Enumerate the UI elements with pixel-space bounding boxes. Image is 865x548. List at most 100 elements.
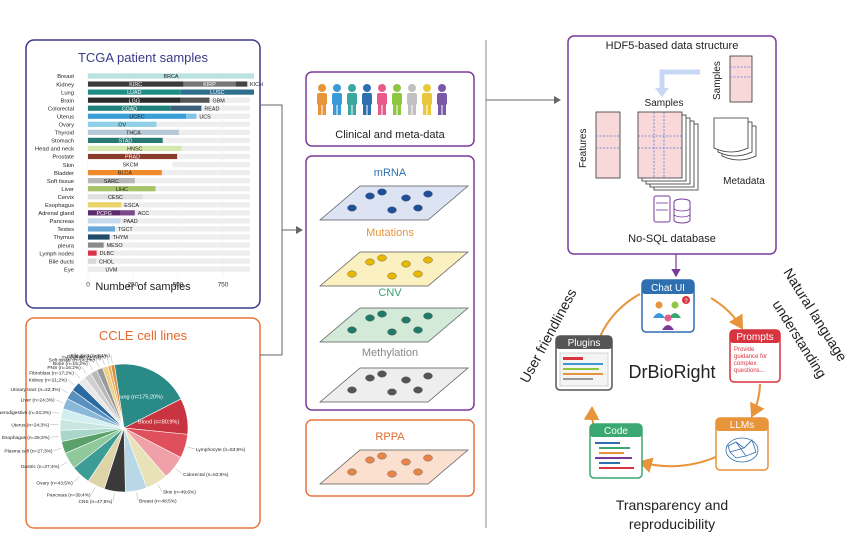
tcga-bar-read	[170, 105, 202, 111]
cycle: DrBioRight Chat UI ? Prompts Provide gui…	[517, 265, 851, 532]
ccle-slice-label: Blood (n=80;9%)	[138, 420, 179, 426]
ccle-leader-line	[53, 447, 62, 451]
tcga-row-background	[88, 242, 250, 248]
tcga-bar-label: UVM	[105, 267, 117, 273]
tcga-tick-label: 500	[173, 281, 184, 288]
ccle-slice-label: Upper aerodigestive (n=24;3%)	[0, 410, 51, 416]
tcga-bar-label: ACC	[138, 211, 149, 217]
tcga-organ-label: Skin	[63, 163, 74, 169]
tcga-bar-brca	[88, 73, 254, 79]
tcga-bar-label: LUSC	[210, 90, 224, 96]
tcga-organ-label: Testes	[57, 227, 74, 233]
tcga-bar-thym	[88, 234, 110, 240]
ccle-leader-line	[81, 367, 87, 374]
person-head-icon	[348, 84, 356, 92]
tcga-bar-label: DLBC	[100, 251, 114, 257]
layer-dot	[347, 326, 357, 334]
tcga-bar-esca	[88, 202, 122, 208]
person-head-icon	[378, 84, 386, 92]
tcga-bar-label: LIHC	[116, 187, 128, 193]
tcga-bar-coad	[88, 105, 171, 111]
tcga-organ-label: Thymus	[53, 235, 74, 241]
person-body-icon	[347, 93, 357, 105]
people-icons	[317, 84, 447, 115]
layer-dot	[423, 256, 433, 264]
layer-dot	[401, 194, 411, 202]
tcga-title: TCGA patient samples	[78, 50, 209, 65]
ccle-slice-label: Bone (n=15;2%)	[53, 361, 88, 367]
layer-dot	[365, 374, 375, 382]
tcga-row-background	[88, 210, 250, 216]
ccle-panel: CCLE cell lines Lung (n=175;20%)Blood (n…	[0, 317, 261, 529]
person-leg-icon	[348, 104, 352, 115]
ccle-leader-line	[113, 493, 115, 502]
layer-dot	[413, 270, 423, 278]
person-leg-icon	[393, 104, 397, 115]
layer-dot	[377, 452, 387, 460]
tcga-bar-label: UCEC	[129, 114, 144, 120]
code-lines-icon	[595, 442, 634, 469]
ccle-slice-label: PNS (n=16;2%)	[47, 365, 81, 371]
svg-text:?: ?	[684, 299, 688, 305]
person-body-icon	[437, 93, 447, 105]
layer-dot	[365, 258, 375, 266]
features-label: Features	[578, 129, 589, 168]
layer-dot	[365, 456, 375, 464]
layer-dot	[401, 458, 411, 466]
tcga-row-background	[88, 234, 250, 240]
layer-dot	[413, 468, 423, 476]
tcga-organ-label: Bile ducts	[49, 259, 74, 265]
person-body-icon	[377, 93, 387, 105]
tcga-organ-label: Breast	[57, 74, 74, 80]
prompts-text-2: guidance for	[734, 354, 767, 360]
ccle-slice-label: Lymphocyte (n=53;6%)	[196, 447, 246, 453]
tcga-bar-label: SKCM	[123, 163, 139, 169]
tcga-bar-label: COAD	[122, 106, 138, 112]
ccle-slice-label: Colorectal (n=53;6%)	[183, 472, 229, 478]
ccle-slice-label: Bile duct (n=8;1%)	[71, 353, 111, 359]
ccle-slice-label: Pancreas (n=39;4%)	[47, 493, 91, 499]
person-leg-icon	[397, 104, 401, 115]
tcga-bar-thca	[88, 129, 179, 135]
person-body-icon	[317, 93, 327, 105]
ccle-slice-label: Lung (n=175;20%)	[117, 395, 163, 401]
layer-dot	[377, 310, 387, 318]
tcga-bar-label: BRCA	[164, 74, 179, 80]
ccle-slice-label: Uterus (n=24;3%)	[11, 422, 49, 428]
layer-dot	[401, 316, 411, 324]
person-head-icon	[333, 84, 341, 92]
tcga-bar-label: PRAD	[125, 155, 140, 161]
ccle-slice-label: Urinary tract (n=22;3%)	[10, 387, 60, 393]
ccle-leader-line	[55, 399, 64, 403]
person-leg-icon	[318, 104, 322, 115]
layer-dot	[387, 470, 397, 478]
prompts-text-1: Provide	[734, 347, 755, 353]
tcga-row-background	[88, 178, 250, 184]
ccle-slice-label: Kidney (n=21;2%)	[29, 378, 68, 384]
tcga-organ-label: Adrenal gland	[38, 211, 74, 217]
tcga-bar-kirp	[183, 81, 236, 87]
tcga-bar-lusc	[180, 89, 254, 95]
metadata-pages	[713, 117, 757, 161]
tcga-bar-kich	[235, 81, 248, 87]
person-leg-icon	[427, 104, 431, 115]
tcga-bar-label: GBM	[213, 98, 226, 104]
layer-dot	[423, 190, 433, 198]
layer-dot	[387, 206, 397, 214]
layer-label: Mutations	[366, 227, 414, 239]
clinical-label: Clinical and meta-data	[335, 129, 445, 141]
tcga-organ-label: Colorectal	[48, 106, 74, 112]
tcga-row-background	[88, 202, 250, 208]
person-body-icon	[332, 93, 342, 105]
tcga-bar-label: ESCA	[124, 203, 139, 209]
person-leg-icon	[363, 104, 367, 115]
rppa-layer: RPPA	[319, 431, 469, 485]
tcga-organ-label: Esophagus	[45, 203, 74, 209]
tcga-bar-paad	[88, 218, 121, 224]
ccle-leader-line	[51, 411, 60, 414]
tcga-row-background	[88, 194, 250, 200]
